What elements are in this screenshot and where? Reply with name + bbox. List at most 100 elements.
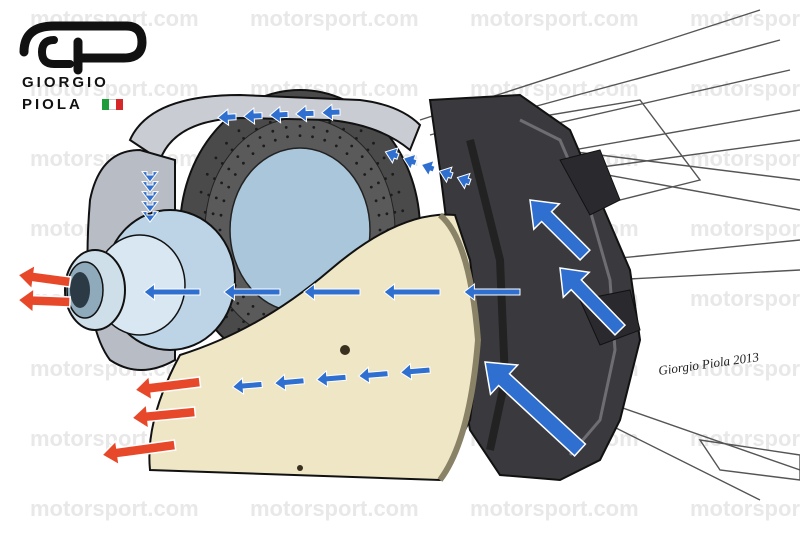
watermark-text: motorsport.com [690,356,800,381]
vent-hole [220,162,224,165]
vent-hole [236,155,240,159]
air-flow-arrow-icon [294,104,315,123]
vent-hole [242,295,245,299]
vent-hole [227,185,231,189]
air-inflow-arrow-icon [529,199,591,261]
vent-hole [222,199,226,203]
watermark-text: motorsport.com [250,6,419,31]
air-flow-arrow-icon [242,106,263,126]
vent-hole [328,120,332,124]
air-flow-arrow-icon [402,153,418,171]
vent-hole [246,312,250,316]
vent-hole [312,126,316,129]
vent-hole [242,137,246,140]
air-flow-arrow-icon [140,201,160,213]
vent-hole [213,177,216,181]
vent-hole [334,144,338,148]
vent-hole [225,141,228,145]
air-flow-arrow-icon [140,211,160,223]
watermark-text: motorsport.com [690,286,800,311]
vent-hole [211,212,215,216]
brand-name-line1: GIORGIO [22,74,109,91]
watermark-text: motorsport.com [470,496,639,521]
vent-hole [214,196,218,200]
air-flow-arrow-icon [223,282,281,302]
vent-hole [363,173,367,176]
air-inflow-arrows [484,199,627,457]
vent-hole [205,172,209,176]
air-flow-arrow-icon [303,282,361,302]
vent-hole [401,209,405,213]
vent-hole [376,162,380,165]
air-flow-arrow-icon [140,191,160,203]
air-exhaust-arrow-icon [100,439,177,467]
gp-logo-icon [19,21,147,75]
vent-hole [323,138,327,142]
vent-hole [203,210,207,214]
vent-hole [385,212,389,216]
watermark-text: motorsport.com [30,496,199,521]
vent-hole [251,152,255,156]
vent-hole [382,156,386,160]
vent-hole [273,138,277,142]
vent-hole [199,190,203,194]
flag-stripe-green [102,99,109,110]
vent-hole [258,136,262,139]
air-flow-arrow-icon [273,373,305,392]
vent-hole [378,228,382,232]
vent-hole [218,228,222,232]
flag-stripe-red [116,99,123,110]
vent-hole [382,196,386,200]
vent-hole [251,305,255,308]
air-flow-arrow-icon [216,108,237,127]
air-inflow-arrow-icon [484,361,587,457]
watermark-text: motorsport.com [30,76,199,101]
brand-name-line2: PIOLA [22,96,83,113]
vent-hole [377,181,380,185]
air-flow-arrow-icon [383,282,441,302]
air-flow-arrow-icon [463,282,521,302]
vent-hole [214,156,218,160]
air-flow-arrow-icon [140,181,160,193]
air-flow-arrow-icon [231,377,263,395]
vent-hole [360,155,364,159]
watermark-text: motorsport.com [470,6,639,31]
vent-hole [389,193,393,197]
vent-hole [219,213,223,217]
brake-drum-cover [148,212,482,482]
vent-hole [391,172,395,176]
vent-hole [393,210,397,214]
air-flow-arrow-icon [320,103,341,122]
vent-hole [355,137,358,140]
vent-hole [284,126,288,129]
watermark-text: motorsport.com [690,146,800,171]
air-flow-arrow-icon [357,366,389,385]
vent-hole [369,185,373,189]
vent-hole [384,177,387,181]
vent-hole [359,129,363,133]
vent-hole [311,135,314,139]
vent-hole [230,148,234,152]
vent-hole [355,161,358,165]
vent-hole [325,129,329,133]
air-exhaust-arrows [16,263,202,467]
vent-hole [268,120,272,124]
vent-hole [345,152,349,156]
air-exhaust-arrow-icon [16,287,71,315]
italian-flag-icon [102,99,123,110]
vent-hole [366,148,370,152]
watermark-text: motorsport.com [690,496,800,521]
watermark-text: motorsport.com [250,496,419,521]
vent-hole [338,136,342,139]
flag-stripe-white [109,99,116,110]
vent-hole [262,144,266,148]
vent-hole [227,167,231,171]
air-flow-arrow-icon [420,159,436,177]
air-flow-arrow-icon [384,147,400,165]
air-flow-arrow-icon [143,282,201,302]
air-flow-arrow-icon [438,166,454,184]
vent-hole [286,135,289,139]
vent-hole [233,173,237,176]
vent-hole [350,144,354,148]
